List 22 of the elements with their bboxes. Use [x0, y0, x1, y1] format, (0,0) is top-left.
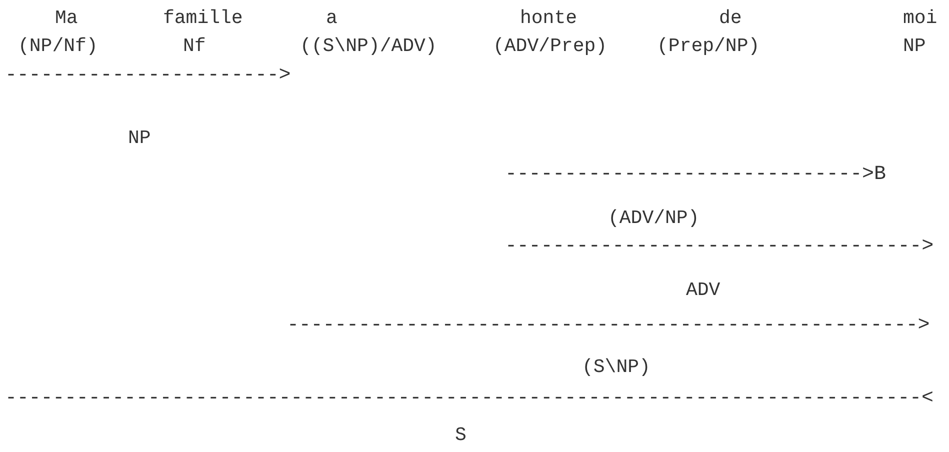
- category-label: S: [455, 423, 466, 447]
- category-label: (NP/Nf): [18, 34, 98, 58]
- category-label: NP: [903, 34, 926, 58]
- derivation-line: -----------------------------------------------------------------------------<: [5, 387, 934, 411]
- category-label: (ADV/Prep): [493, 34, 608, 58]
- derivation-line: ------------------------------>B: [505, 163, 886, 187]
- word: de: [719, 6, 742, 30]
- word: honte: [520, 6, 578, 30]
- derivation-line: ----------------------->: [5, 64, 291, 88]
- category-label: (ADV/NP): [608, 206, 700, 230]
- word: a: [326, 6, 338, 30]
- word: moi: [903, 6, 938, 30]
- derivation-line: ----------------------------------------------------->: [287, 314, 930, 338]
- category-label: NP: [128, 126, 151, 150]
- category-label: Nf: [183, 34, 206, 58]
- category-label: ((S\NP)/ADV): [300, 34, 437, 58]
- derivation-line: ----------------------------------->: [505, 235, 934, 259]
- category-label: (S\NP): [582, 355, 650, 379]
- word: Ma: [55, 6, 78, 30]
- category-label: (Prep/NP): [657, 34, 760, 58]
- category-label: ADV: [686, 278, 720, 302]
- word: famille: [163, 6, 243, 30]
